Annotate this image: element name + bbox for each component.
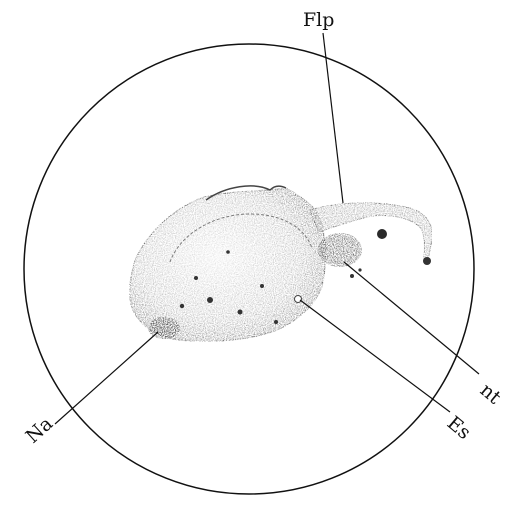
- leader-line-es: [300, 300, 450, 412]
- label-na: Na: [22, 413, 57, 448]
- label-nt: nt: [476, 379, 506, 409]
- specimen: [130, 186, 432, 341]
- spot-es: [295, 296, 302, 303]
- leader-line-na: [55, 332, 158, 424]
- dark-pole-left: [148, 317, 180, 339]
- dark-mass-right: [318, 233, 362, 267]
- label-flp: Flp: [303, 9, 334, 31]
- label-es: Es: [443, 412, 475, 444]
- flagellum-knob: [377, 229, 387, 239]
- flagellum-tip: [423, 257, 431, 265]
- leader-line-flp: [323, 33, 343, 203]
- leader-line-nt: [344, 262, 479, 374]
